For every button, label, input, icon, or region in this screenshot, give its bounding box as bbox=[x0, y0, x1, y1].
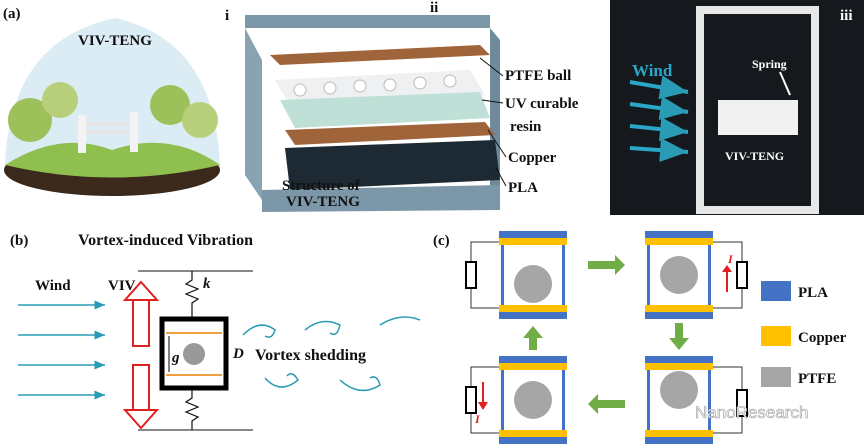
cycle-cell-4 bbox=[465, 356, 567, 444]
panel-a-label: (a) bbox=[3, 6, 21, 22]
diameter-d-label: D bbox=[232, 346, 244, 362]
legend: PLA Copper PTFE bbox=[761, 281, 847, 387]
panel-c-label: (c) bbox=[433, 233, 450, 249]
current-label-1: I bbox=[727, 252, 734, 266]
legend-label-pla: PLA bbox=[798, 285, 828, 301]
photo-spring-label: Spring bbox=[752, 57, 787, 71]
part-copper: Copper bbox=[508, 150, 557, 166]
structure-exploded-view bbox=[245, 15, 500, 212]
legend-swatch-copper bbox=[761, 326, 791, 346]
part-pla: PLA bbox=[508, 180, 538, 196]
photo-device-label: VIV-TENG bbox=[725, 149, 784, 163]
current-label-2: I bbox=[474, 412, 481, 426]
legend-label-ptfe: PTFE bbox=[798, 371, 836, 387]
scene-illustration bbox=[4, 18, 220, 196]
ptfe-ball bbox=[183, 343, 205, 365]
part-uv-resin-1: UV curable bbox=[505, 96, 579, 112]
sub-ii-label: ii bbox=[430, 0, 438, 16]
part-uv-resin-2: resin bbox=[510, 119, 542, 135]
cycle-cell-1 bbox=[465, 231, 567, 319]
cycle-cell-2 bbox=[645, 231, 748, 319]
structure-caption-1: Structure of bbox=[282, 178, 361, 194]
legend-label-copper: Copper bbox=[798, 330, 847, 346]
springs bbox=[184, 271, 200, 430]
sub-iii-label: iii bbox=[840, 8, 853, 24]
wind-arrows bbox=[18, 300, 105, 400]
viv-arrows bbox=[122, 280, 160, 430]
sub-i-label: i bbox=[225, 8, 229, 24]
legend-swatch-pla bbox=[761, 281, 791, 301]
photo-panel bbox=[610, 0, 864, 215]
scene-title: VIV-TENG bbox=[78, 33, 152, 49]
vortices bbox=[242, 316, 421, 392]
vortex-shedding-label: Vortex shedding bbox=[255, 347, 366, 364]
spring-k-label: k bbox=[203, 276, 211, 292]
panel-b-title: Vortex-induced Vibration bbox=[78, 232, 253, 249]
legend-swatch-ptfe bbox=[761, 367, 791, 387]
photo-wind-label: Wind bbox=[632, 61, 673, 80]
watermark: NanoResearch bbox=[695, 403, 808, 422]
cycle-cell-3 bbox=[645, 356, 748, 444]
ground-lines bbox=[138, 270, 253, 431]
structure-caption-2: VIV-TENG bbox=[286, 194, 360, 210]
part-leader-lines bbox=[479, 57, 507, 187]
part-ptfe-ball: PTFE ball bbox=[505, 68, 571, 84]
cycle-arrows bbox=[523, 255, 689, 414]
wind-label: Wind bbox=[35, 278, 71, 294]
gap-g-label: g bbox=[171, 350, 180, 366]
panel-b-label: (b) bbox=[10, 233, 28, 249]
viv-label: VIV bbox=[108, 278, 136, 294]
